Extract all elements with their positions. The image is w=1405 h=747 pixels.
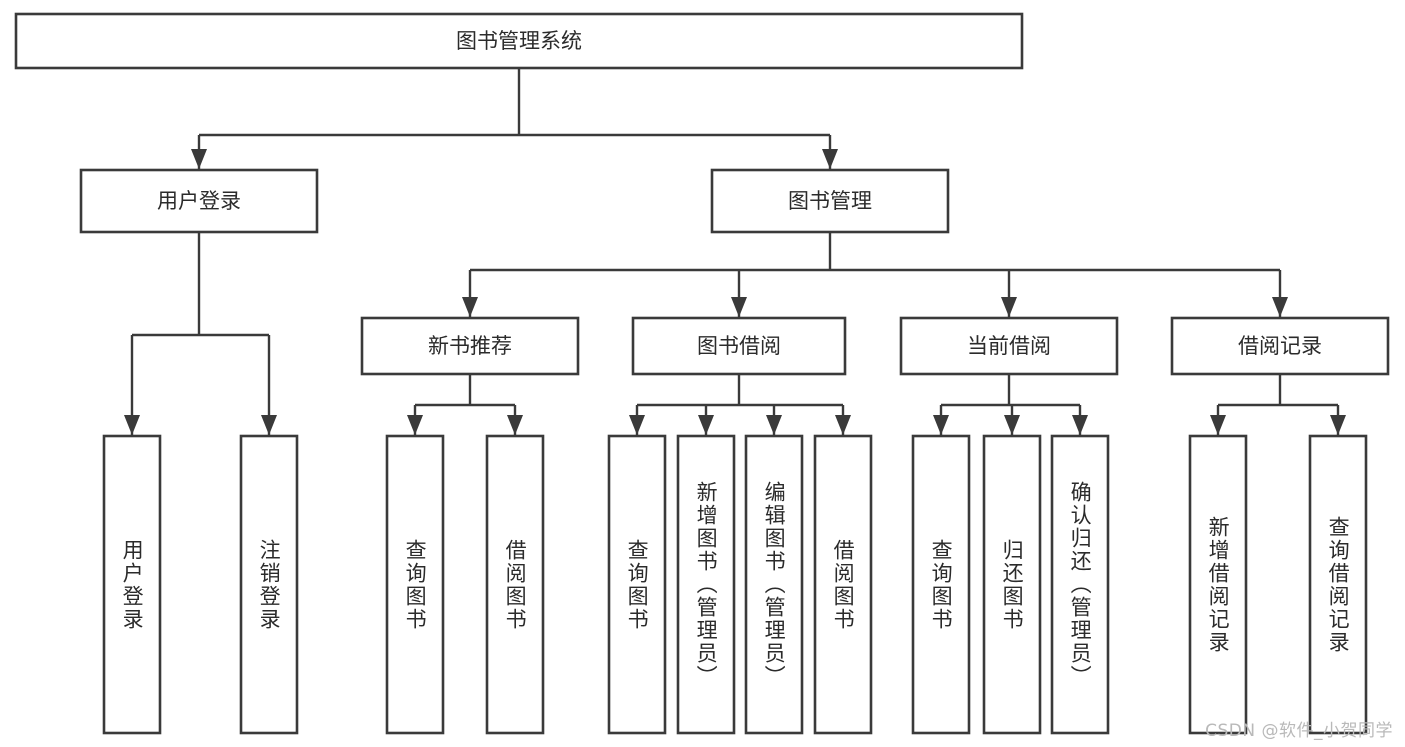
arrow-head-icon xyxy=(933,415,949,435)
node-box-leaf-0[interactable] xyxy=(102,434,162,735)
node-box-leaf-2[interactable] xyxy=(385,434,445,735)
arrow-head-icon xyxy=(698,415,714,435)
arrow-head-icon xyxy=(822,149,838,169)
node-box-level3-1[interactable] xyxy=(631,316,847,376)
arrow-head-icon xyxy=(191,149,207,169)
arrow-head-icon xyxy=(766,415,782,435)
connector-layer xyxy=(124,68,1346,435)
node-box-leaf-1[interactable] xyxy=(239,434,299,735)
node-label-level3-1: 图书借阅 xyxy=(697,334,781,358)
node-box-leaf-12[interactable] xyxy=(1308,434,1368,735)
arrow-head-icon xyxy=(1330,415,1346,435)
node-label-level3-3: 借阅记录 xyxy=(1238,334,1322,358)
node-label-level3-0: 新书推荐 xyxy=(428,334,512,358)
node-box-level2-1[interactable] xyxy=(710,168,950,234)
node-box-leaf-7[interactable] xyxy=(813,434,873,735)
node-box-leaf-9[interactable] xyxy=(982,434,1042,735)
node-label-level2-1: 图书管理 xyxy=(788,189,872,213)
node-box-root[interactable] xyxy=(14,12,1024,70)
node-box-leaf-3[interactable] xyxy=(485,434,545,735)
arrow-head-icon xyxy=(1210,415,1226,435)
node-label-root: 图书管理系统 xyxy=(456,29,582,53)
node-label-level2-0: 用户登录 xyxy=(157,189,241,213)
node-box-level3-2[interactable] xyxy=(899,316,1119,376)
node-box-level3-0[interactable] xyxy=(360,316,580,376)
node-box-layer xyxy=(14,12,1390,735)
arrow-head-icon xyxy=(1272,297,1288,317)
arrow-head-icon xyxy=(407,415,423,435)
node-box-level3-3[interactable] xyxy=(1170,316,1390,376)
arrow-head-icon xyxy=(507,415,523,435)
node-box-leaf-6[interactable] xyxy=(744,434,804,735)
arrow-head-icon xyxy=(124,415,140,435)
arrow-head-icon xyxy=(462,297,478,317)
arrow-head-icon xyxy=(629,415,645,435)
arrow-head-icon xyxy=(835,415,851,435)
node-box-leaf-10[interactable] xyxy=(1050,434,1110,735)
node-label-level3-2: 当前借阅 xyxy=(967,334,1051,358)
arrow-head-icon xyxy=(261,415,277,435)
watermark: CSDN @软件_小贺同学 xyxy=(1205,721,1393,741)
arrow-head-icon xyxy=(1004,415,1020,435)
node-box-leaf-8[interactable] xyxy=(911,434,971,735)
node-box-leaf-11[interactable] xyxy=(1188,434,1248,735)
arrow-head-icon xyxy=(731,297,747,317)
node-box-leaf-5[interactable] xyxy=(676,434,736,735)
node-box-leaf-4[interactable] xyxy=(607,434,667,735)
arrow-head-icon xyxy=(1072,415,1088,435)
node-box-level2-0[interactable] xyxy=(79,168,319,234)
arrow-head-icon xyxy=(1001,297,1017,317)
